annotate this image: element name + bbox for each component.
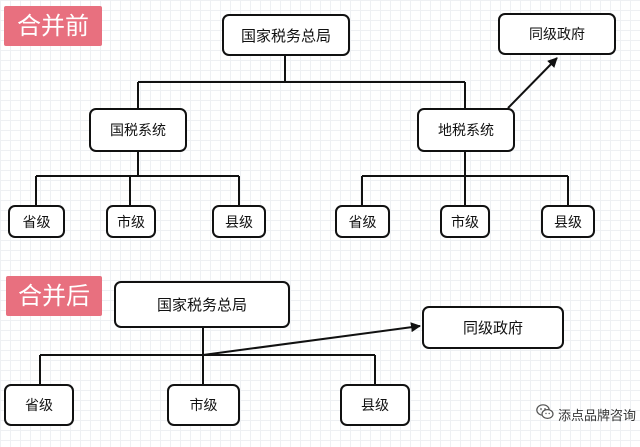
before-left-city-node: 市级 xyxy=(106,205,156,238)
before-right-city-node: 市级 xyxy=(440,205,490,238)
before-left-county-node: 县级 xyxy=(212,205,266,238)
before-top-node: 国家税务总局 xyxy=(222,14,350,56)
watermark-text: 添点品牌咨询 xyxy=(558,408,637,424)
after-county-node: 县级 xyxy=(340,384,410,426)
before-left-province-node: 省级 xyxy=(8,205,65,238)
before-right-county-node: 县级 xyxy=(541,205,595,238)
before-merge-label: 合并前 xyxy=(4,6,102,46)
before-right-province-node: 省级 xyxy=(335,205,390,238)
before-gov-node: 同级政府 xyxy=(498,13,616,55)
wechat-icon xyxy=(536,404,554,424)
after-gov-node: 同级政府 xyxy=(422,306,564,349)
after-merge-label: 合并后 xyxy=(6,276,102,316)
after-city-node: 市级 xyxy=(167,384,240,426)
after-top-node: 国家税务总局 xyxy=(114,281,290,328)
before-left-system-node: 国税系统 xyxy=(89,108,187,152)
watermark: 添点品牌咨询 xyxy=(536,404,636,424)
before-right-system-node: 地税系统 xyxy=(417,108,515,152)
after-province-node: 省级 xyxy=(4,384,74,426)
